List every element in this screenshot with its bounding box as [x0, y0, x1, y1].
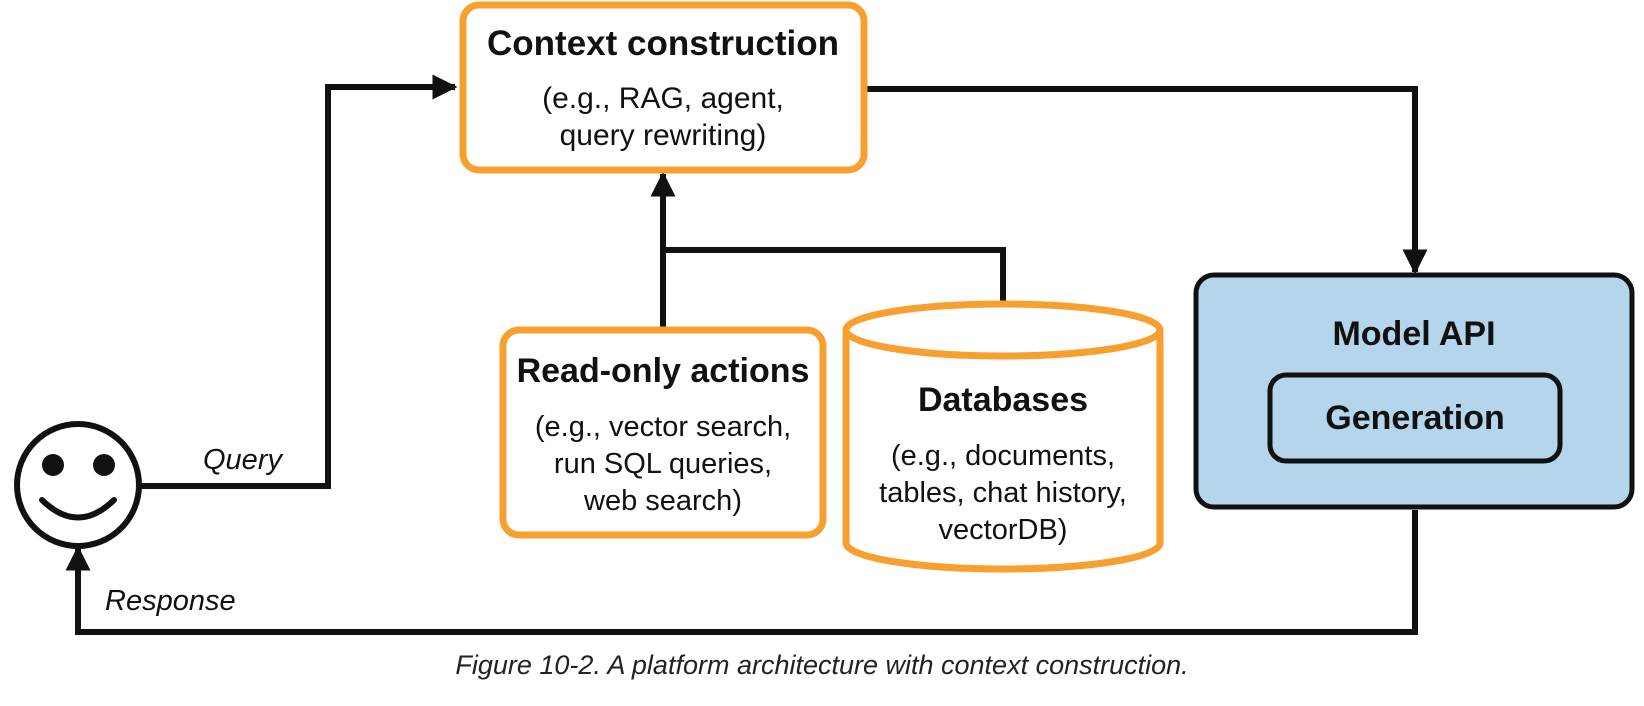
model-api-node: Model API Generation: [1193, 272, 1635, 510]
read-only-actions-title: Read-only actions: [517, 352, 810, 390]
generation-label: Generation: [1325, 399, 1504, 437]
read-only-actions-detail-3: web search): [583, 485, 742, 517]
figure-caption: Figure 10-2. A platform architecture wit…: [455, 650, 1189, 680]
context-construction-detail-2: query rewriting): [560, 119, 767, 152]
databases-cylinder-body: [842, 330, 1164, 573]
response-label: Response: [105, 585, 236, 617]
context-construction-detail-1: (e.g., RAG, agent,: [542, 82, 784, 115]
context-construction-title: Context construction: [487, 24, 839, 63]
query-arrow: [140, 74, 458, 489]
databases-detail-1: (e.g., documents,: [891, 440, 1115, 472]
query-label: Query: [203, 444, 283, 476]
context-to-model-arrow: [866, 86, 1428, 275]
generation-box: [1267, 372, 1563, 464]
read-only-actions-detail-1: (e.g., vector search,: [535, 411, 791, 443]
databases-cylinder-top: [842, 300, 1164, 360]
databases-detail-3: vectorDB): [939, 514, 1068, 546]
databases-node: Databases (e.g., documents, tables, chat…: [842, 300, 1164, 573]
model-api-title: Model API: [1332, 315, 1495, 353]
databases-title: Databases: [918, 381, 1088, 419]
context-construction-box: [459, 1, 868, 174]
context-construction-node: Context construction (e.g., RAG, agent, …: [459, 1, 868, 174]
read-only-actions-box: [499, 326, 827, 539]
smiley-face-icon: [14, 421, 142, 549]
databases-to-context-connector: [663, 247, 1006, 303]
connectors: [65, 74, 1428, 635]
user-node: [14, 421, 142, 549]
read-only-actions-node: Read-only actions (e.g., vector search, …: [499, 326, 827, 539]
response-arrow: [65, 510, 1418, 635]
databases-detail-2: tables, chat history,: [879, 477, 1127, 509]
read-only-actions-detail-2: run SQL queries,: [554, 448, 772, 480]
